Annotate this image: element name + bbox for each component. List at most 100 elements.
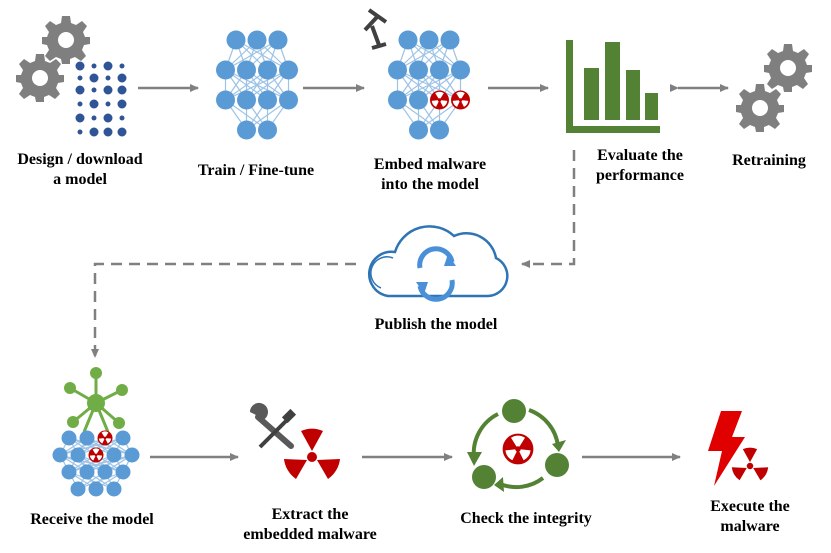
neuron-node [237,90,256,110]
matrix-dot [89,127,99,137]
matrix-dot [119,63,125,69]
wrench-icon [249,402,297,449]
neuron-node [115,464,131,480]
neuron-node [237,120,256,140]
network-edge [397,69,461,101]
cycle-arrows-icon [467,399,569,492]
neuron-node [409,90,428,110]
neuron-node [409,60,428,80]
neuron-node [419,30,439,50]
matrix-dot [105,75,111,81]
matrix-dot [77,101,83,107]
gear-icon [764,44,812,92]
neuron-node [237,60,256,80]
network-edge [59,437,124,456]
flow-arrows [91,84,729,461]
neuron-node [279,60,298,80]
neuron-node [409,120,428,140]
matrix-dot [117,85,127,95]
embed-icon-group [363,8,470,140]
matrix-dot [75,85,85,95]
neuron-node [216,90,235,110]
step-label-publish: Publish the model [374,316,498,333]
matrix-dot [105,101,111,107]
neural-network-icon [216,30,298,140]
neuron-node [430,60,449,80]
neuron-node [70,481,86,497]
lightning-icon [708,411,745,486]
matrix-dot [77,75,83,81]
dot-matrix-icon [75,61,127,137]
radiation-icon [97,430,113,446]
neuron-node [247,30,267,50]
step-label-receive: Receive the model [30,511,154,528]
step-label-check: Check the integrity [460,510,592,527]
hub-icon [64,367,128,433]
network-edge [77,471,124,490]
neuron-node [106,481,122,497]
matrix-dot [117,73,127,83]
gear-icon [736,84,784,132]
neuron-node [88,481,104,497]
gear-icon [42,16,90,64]
network-edge [225,69,289,101]
network-edge [86,454,133,473]
neuron-node [398,30,418,50]
matrix-dot [91,87,97,93]
neural-network-icon [52,430,140,497]
radiation-icon [451,90,470,110]
neuron-node [451,60,470,80]
neuron-node [61,464,77,480]
neuron-node [258,120,277,140]
network-edge [68,454,133,473]
bar-chart-icon [566,40,660,133]
matrix-dot [117,99,127,109]
neuron-node [388,60,407,80]
matrix-dot [77,129,83,135]
step-label-retraining: Retraining [732,152,806,169]
matrix-dot [89,99,99,109]
neuron-node [279,90,298,110]
arrow-evaluate-to-publish [521,150,576,268]
matrix-dot [75,113,85,123]
neuron-node [268,30,288,50]
radiation-icon [284,428,340,479]
network-edge [59,437,106,456]
neuron-node [106,447,122,463]
neuron-node [258,60,277,80]
neuron-node [52,447,68,463]
matrix-dot [89,73,99,83]
extract-icon-group [249,402,340,479]
radiation-icon [731,447,769,481]
cloud-sync-icon [367,225,509,302]
radiation-icon [430,90,449,110]
neuron-node [226,30,246,50]
neuron-node [97,464,113,480]
neuron-node [124,447,140,463]
arrow-publish-to-receive [91,262,356,358]
radiation-icon [502,433,534,465]
matrix-dot [119,115,125,121]
network-edge [77,437,124,456]
design-icon-group [16,16,127,137]
neural-network-icon [388,30,470,140]
matrix-dot [91,63,97,69]
matrix-dot [103,113,113,123]
gear-icon [16,54,64,102]
neuron-node [216,60,235,80]
syringe-icon [363,8,388,50]
neuron-node [388,90,407,110]
network-edge [225,39,279,71]
matrix-dot [91,115,97,121]
neuron-node [79,464,95,480]
network-edge [397,39,451,71]
neuron-node [258,90,277,110]
neuron-node [61,430,77,446]
neuron-node [70,447,86,463]
